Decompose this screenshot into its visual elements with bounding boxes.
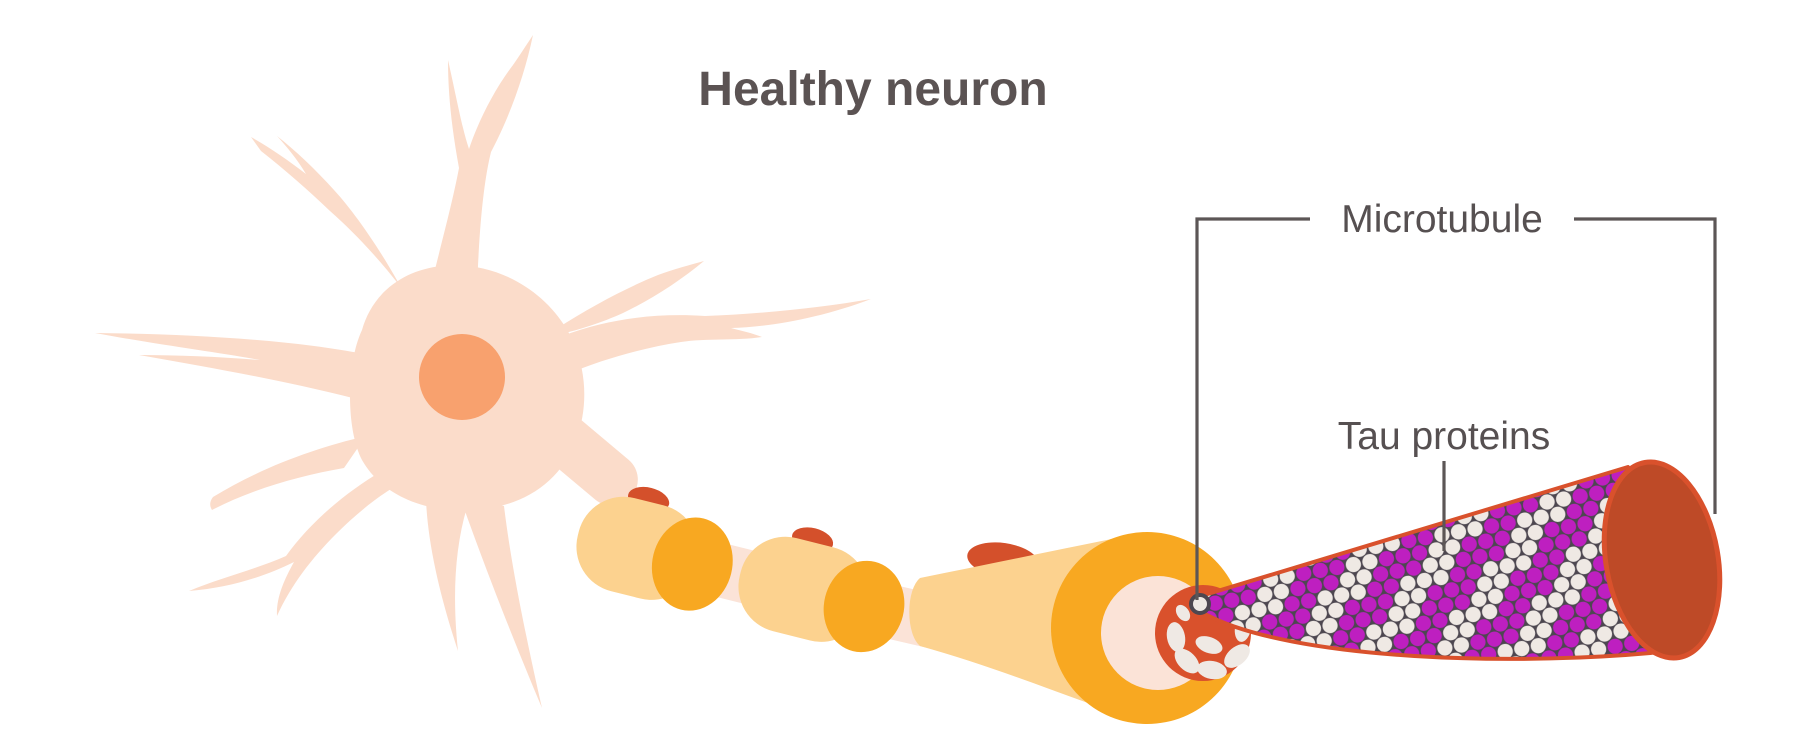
dendrite-downright bbox=[460, 497, 542, 708]
annotations: Healthy neuron Microtubule Tau proteins bbox=[698, 63, 1717, 600]
myelin-end-disc bbox=[651, 517, 733, 611]
dendrite-left-thin bbox=[210, 436, 366, 510]
dendrite-down bbox=[426, 500, 468, 651]
dendrite-right-fork bbox=[562, 299, 871, 373]
dendrite-left-spikes bbox=[95, 333, 364, 401]
microtubule-bracket-right bbox=[1574, 217, 1717, 514]
myelin-segment-2 bbox=[738, 527, 905, 653]
dendrite-upleft-fork bbox=[251, 136, 406, 294]
nucleus bbox=[419, 334, 505, 420]
dendrite-upright-thin bbox=[556, 261, 704, 334]
dendrite-downleft-fork bbox=[189, 464, 394, 616]
microtubule-end-cap bbox=[1601, 459, 1723, 661]
figure-title: Healthy neuron bbox=[698, 63, 1047, 116]
tau-proteins-label: Tau proteins bbox=[1338, 415, 1550, 458]
myelin-end-disc bbox=[823, 560, 905, 653]
highlighted-microtubule bbox=[1189, 593, 1211, 615]
dendrite-up-fork bbox=[426, 35, 533, 306]
neuron-cell-body bbox=[95, 35, 871, 708]
microtubule-bracket-left bbox=[1195, 217, 1310, 600]
microtubule-label: Microtubule bbox=[1341, 198, 1543, 241]
myelin-segment-1 bbox=[576, 486, 733, 611]
